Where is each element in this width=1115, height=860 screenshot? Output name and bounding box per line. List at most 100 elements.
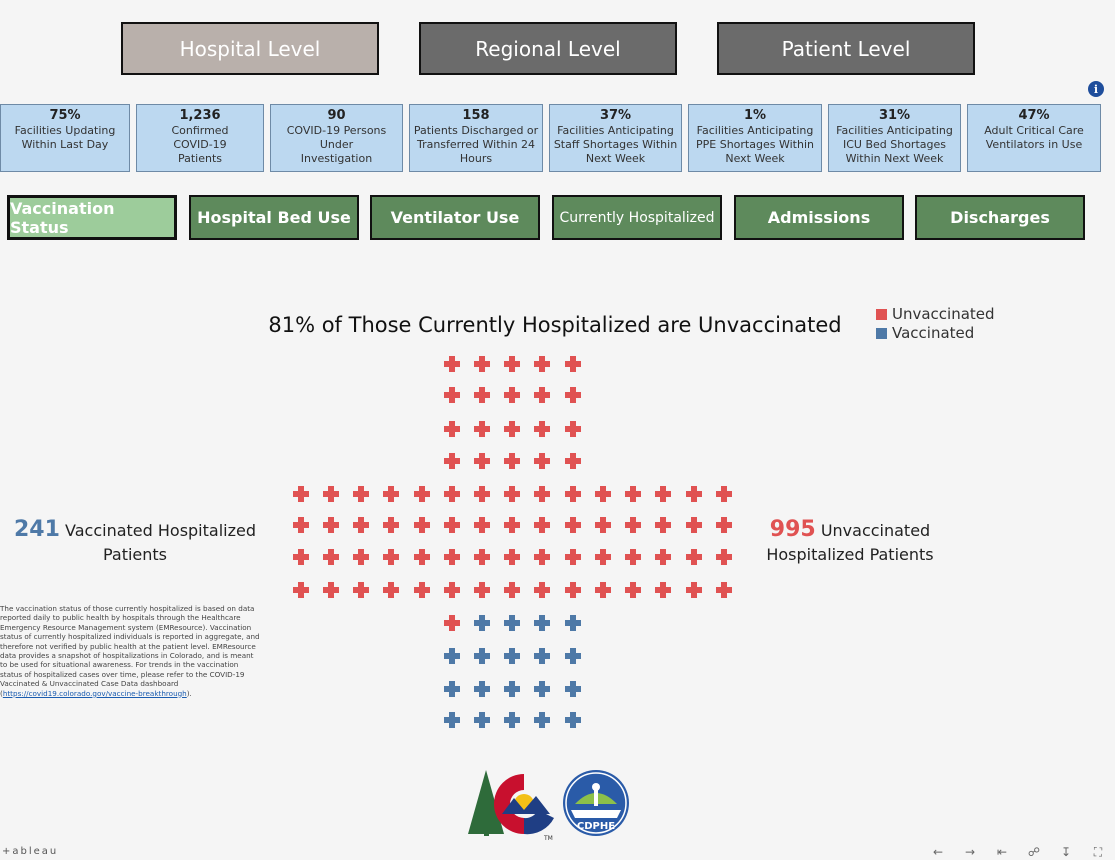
vaccinated-plus-icon	[504, 615, 520, 631]
unvaccinated-plus-icon	[444, 517, 460, 533]
unvaccinated-plus-icon	[353, 486, 369, 502]
unvaccinated-plus-icon	[625, 549, 641, 565]
vaccinated-plus-icon	[444, 648, 460, 664]
unvaccinated-plus-icon	[565, 387, 581, 403]
unvaccinated-plus-icon	[474, 549, 490, 565]
vaccination-note: The vaccination status of those currentl…	[0, 604, 262, 698]
unvaccinated-plus-icon	[474, 486, 490, 502]
kpi-value: 47%	[1018, 108, 1050, 123]
legend-unvaccinated[interactable]: Unvaccinated	[876, 305, 995, 323]
unvaccinated-plus-icon	[625, 486, 641, 502]
vaccinated-stat: 241 Vaccinated Hospitalized Patients	[10, 518, 260, 567]
share-icon[interactable]: ☍	[1027, 845, 1041, 859]
unvaccinated-plus-icon	[534, 453, 550, 469]
unvaccinated-plus-icon	[534, 517, 550, 533]
unvaccinated-plus-icon	[293, 486, 309, 502]
unvaccinated-plus-icon	[655, 582, 671, 598]
unvaccinated-plus-icon	[474, 387, 490, 403]
kpi-value: 1%	[743, 108, 767, 123]
cdphe-text: CDPHE	[577, 821, 615, 832]
patient-level-button[interactable]: Patient Level	[717, 22, 975, 75]
unvaccinated-plus-icon	[293, 582, 309, 598]
unvaccinated-plus-icon	[534, 356, 550, 372]
unvaccinated-plus-icon	[293, 549, 309, 565]
note-text: The vaccination status of those currentl…	[0, 604, 260, 698]
unvaccinated-plus-icon	[716, 517, 732, 533]
unvaccinated-label: Unvaccinated	[820, 521, 931, 540]
unvaccinated-plus-icon	[474, 582, 490, 598]
vaccinated-plus-icon	[474, 712, 490, 728]
vaccinated-plus-icon	[534, 712, 550, 728]
unvaccinated-plus-icon	[323, 549, 339, 565]
info-icon[interactable]: i	[1088, 81, 1104, 97]
vaccinated-plus-icon	[565, 615, 581, 631]
kpi-label: Confirmed COVID-19 Patients	[171, 124, 229, 165]
unvaccinated-plus-icon	[323, 486, 339, 502]
vaccinated-plus-icon	[504, 681, 520, 697]
vaccine-breakthrough-link[interactable]: https://covid19.colorado.gov/vaccine-bre…	[2, 688, 187, 698]
unvaccinated-plus-icon	[565, 356, 581, 372]
hospital-level-button[interactable]: Hospital Level	[121, 22, 379, 75]
vaccinated-plus-icon	[474, 648, 490, 664]
tab-hospital-bed-use[interactable]: Hospital Bed Use	[189, 195, 359, 240]
kpi-label: Facilities Anticipating ICU Bed Shortage…	[836, 124, 953, 165]
kpi-label: Facilities Anticipating Staff Shortages …	[553, 124, 678, 165]
vaccinated-plus-icon	[444, 712, 460, 728]
note-suffix: ).	[186, 688, 192, 698]
unvaccinated-plus-icon	[625, 582, 641, 598]
download-icon[interactable]: ↧	[1060, 845, 1072, 859]
unvaccinated-plus-icon	[444, 387, 460, 403]
kpi-confirmed-patients: 1,236 Confirmed COVID-19 Patients	[136, 104, 264, 172]
vaccinated-plus-icon	[565, 712, 581, 728]
vaccinated-plus-icon	[534, 615, 550, 631]
unvaccinated-label-line2: Hospitalized Patients	[766, 545, 934, 564]
legend-label: Unvaccinated	[892, 305, 995, 323]
vaccinated-plus-icon	[534, 681, 550, 697]
kpi-patients-discharged: 158 Patients Discharged or Transferred W…	[409, 104, 543, 172]
unvaccinated-plus-icon	[504, 356, 520, 372]
fullscreen-icon[interactable]: ⛶	[1093, 845, 1103, 859]
redo-icon[interactable]: →	[964, 845, 976, 859]
vaccinated-plus-icon	[474, 681, 490, 697]
unvaccinated-plus-icon	[293, 517, 309, 533]
unvaccinated-plus-icon	[414, 517, 430, 533]
unvaccinated-plus-icon	[595, 582, 611, 598]
unvaccinated-plus-icon	[534, 582, 550, 598]
kpi-value: 90	[327, 108, 346, 123]
unvaccinated-plus-icon	[686, 486, 702, 502]
vaccinated-plus-icon	[565, 681, 581, 697]
unvaccinated-plus-icon	[534, 549, 550, 565]
vaccinated-plus-icon	[534, 648, 550, 664]
kpi-staff-shortages: 37% Facilities Anticipating Staff Shorta…	[549, 104, 682, 172]
unvaccinated-plus-icon	[444, 356, 460, 372]
unvaccinated-plus-icon	[565, 517, 581, 533]
unvaccinated-plus-icon	[686, 517, 702, 533]
tab-currently-hospitalized[interactable]: Currently Hospitalized	[552, 195, 722, 240]
tab-admissions[interactable]: Admissions	[734, 195, 904, 240]
undo-icon[interactable]: ←	[932, 845, 944, 859]
kpi-label: Facilities Anticipating PPE Shortages Wi…	[696, 124, 814, 165]
unvaccinated-plus-icon	[474, 421, 490, 437]
unvaccinated-plus-icon	[383, 486, 399, 502]
unvaccinated-plus-icon	[534, 387, 550, 403]
unvaccinated-plus-icon	[444, 582, 460, 598]
unvaccinated-plus-icon	[686, 582, 702, 598]
kpi-facilities-updating: 75% Facilities Updating Within Last Day	[0, 104, 130, 172]
legend-vaccinated[interactable]: Vaccinated	[876, 324, 974, 342]
unvaccinated-plus-icon	[353, 582, 369, 598]
tab-discharges[interactable]: Discharges	[915, 195, 1085, 240]
kpi-ventilators-in-use: 47% Adult Critical Care Ventilators in U…	[967, 104, 1101, 172]
vaccinated-label: Vaccinated Hospitalized	[65, 521, 256, 540]
kpi-value: 1,236	[179, 108, 221, 123]
regional-level-button[interactable]: Regional Level	[419, 22, 677, 75]
kpi-label: Patients Discharged or Transferred Withi…	[413, 124, 539, 165]
kpi-icu-bed-shortages: 31% Facilities Anticipating ICU Bed Shor…	[828, 104, 961, 172]
kpi-persons-under-investigation: 90 COVID-19 Persons Under Investigation	[270, 104, 403, 172]
unvaccinated-plus-icon	[474, 453, 490, 469]
tab-ventilator-use[interactable]: Ventilator Use	[370, 195, 540, 240]
unvaccinated-plus-icon	[504, 421, 520, 437]
tab-vaccination-status[interactable]: Vaccination Status	[7, 195, 177, 240]
tableau-logo[interactable]: +ableau	[2, 846, 59, 857]
revert-icon[interactable]: ⇤	[996, 845, 1008, 859]
